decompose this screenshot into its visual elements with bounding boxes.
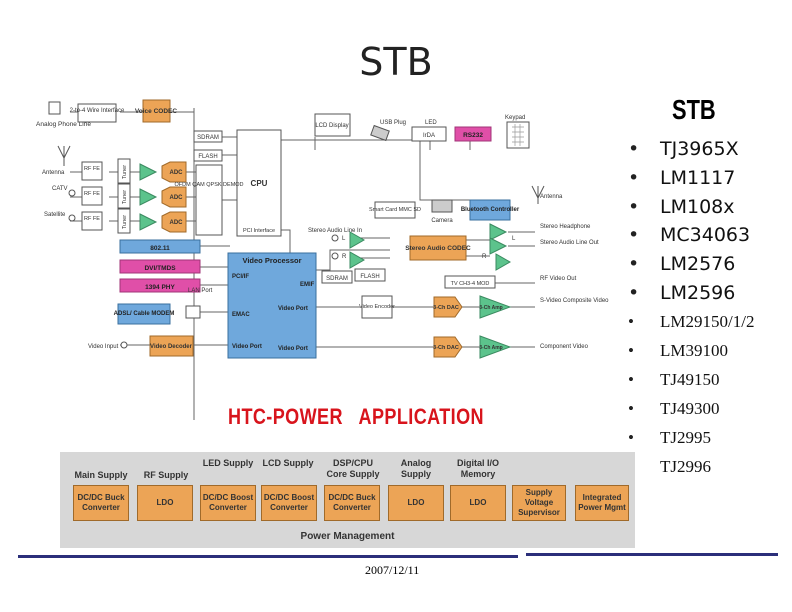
- label-sdram2: SDRAM: [326, 276, 348, 282]
- label-dac: 3-Ch DAC: [433, 305, 459, 311]
- power-label: DSP/CPU Core Supply: [326, 458, 380, 479]
- label-lan-port: LAN Port: [188, 288, 213, 294]
- label-led: LED: [425, 120, 437, 126]
- label-emac: EMAC: [232, 312, 250, 318]
- label-irda: IrDA: [423, 133, 435, 139]
- label-svideo: S-Video Composite Video: [540, 298, 609, 304]
- part-label: LM2576: [660, 253, 736, 275]
- label-rs232: RS232: [463, 132, 483, 139]
- label-video-port-out: Video Port: [278, 306, 308, 312]
- part-label: TJ49300: [660, 399, 720, 418]
- power-box: Integrated Power Mgmt: [575, 485, 629, 521]
- label-emif: EMIF: [300, 282, 315, 288]
- label-l-out: L: [512, 236, 516, 242]
- label-voice-codec: Voice CODEC: [135, 108, 177, 115]
- label-stereo-line-out: Stereo Audio Line Out: [540, 240, 599, 246]
- footer-rule-right: [526, 553, 778, 556]
- part-label: TJ3965X: [660, 138, 739, 160]
- power-label: Analog Supply: [400, 458, 432, 479]
- label-smart-card: Smart Card MMC SD: [369, 207, 421, 213]
- label-amp: 3-Ch Amp: [479, 345, 502, 351]
- power-label: Digital I/O Memory: [456, 458, 499, 479]
- slide-subtitle: STB: [672, 94, 716, 125]
- label-tuner: Tuner: [122, 190, 128, 204]
- label-lcd: LCD Display: [315, 123, 348, 129]
- application-title: HTC-POWER APPLICATION: [228, 404, 484, 429]
- label-amp: 3-Ch Amp: [479, 305, 502, 311]
- label-rf-fe: RF FE: [84, 166, 100, 172]
- label-ofdm: OFDM QAM QPSK DEMOD: [174, 182, 243, 188]
- label-dac: 3-Ch DAC: [433, 345, 459, 351]
- label-pci-if: PCI/IF: [232, 274, 249, 280]
- label-stereo-headphone: Stereo Headphone: [540, 224, 591, 230]
- label-video-port-out2: Video Port: [278, 346, 308, 352]
- footer-date: 2007/12/11: [365, 563, 420, 577]
- part-label: LM29150/1/2: [660, 312, 755, 331]
- power-label: RF Supply: [143, 470, 189, 480]
- part-label: LM108x: [660, 196, 735, 218]
- label-component-video: Component Video: [540, 344, 589, 350]
- power-label: LED Supply: [202, 458, 254, 468]
- label-adsl: ADSL/ Cable MODEM: [114, 311, 175, 317]
- power-box: DC/DC Buck Converter: [73, 485, 129, 521]
- label-802-11: 802.11: [150, 245, 170, 252]
- label-usb: USB Plug: [380, 120, 406, 126]
- power-label: Main Supply: [74, 470, 128, 480]
- label-adc: ADC: [170, 220, 184, 226]
- power-box: DC/DC Boost Converter: [261, 485, 317, 521]
- footer-rule-left: [18, 555, 518, 558]
- label-keypad: Keypad: [505, 115, 525, 121]
- label-adc: ADC: [170, 195, 184, 201]
- label-r-in: R: [342, 254, 347, 260]
- label-camera: Camera: [431, 218, 453, 224]
- slide-title: STB: [359, 40, 433, 84]
- power-box: DC/DC Boost Converter: [200, 485, 256, 521]
- label-tuner: Tuner: [122, 215, 128, 229]
- label-video-decoder: Video Decoder: [150, 344, 193, 350]
- label-adc: ADC: [170, 170, 184, 176]
- power-management-label: Power Management: [300, 531, 395, 542]
- label-flash2: FLASH: [360, 274, 379, 280]
- label-video-processor: Video Processor: [242, 256, 301, 265]
- power-label: LCD Supply: [262, 458, 314, 468]
- part-label: LM2596: [660, 282, 736, 304]
- part-label: LM1117: [660, 167, 736, 189]
- label-satellite: Satellite: [44, 212, 66, 218]
- label-stereo-line-in: Stereo Audio Line In: [308, 228, 362, 234]
- part-label: TJ2996: [660, 457, 711, 476]
- label-1394: 1394 PHY: [145, 284, 175, 291]
- label-video-port-in: Video Port: [232, 344, 262, 350]
- label-pci-interface: PCI Interface: [243, 228, 275, 234]
- power-box: LDO: [388, 485, 444, 521]
- label-dvi: DVI/TMDS: [144, 265, 176, 272]
- power-box: LDO: [137, 485, 193, 521]
- label-video-input: Video Input: [88, 344, 119, 350]
- label-l-in: L: [342, 236, 346, 242]
- power-box: DC/DC Buck Converter: [324, 485, 380, 521]
- label-antenna-right: Antenna: [540, 194, 563, 200]
- label-bluetooth: Bluetooth Controller: [461, 207, 520, 213]
- part-label: MC34063: [660, 224, 751, 246]
- label-r-out: R: [482, 254, 487, 260]
- part-label: LM39100: [660, 341, 728, 360]
- label-rf-fe: RF FE: [84, 191, 100, 197]
- power-box: Supply Voltage Supervisor: [512, 485, 566, 521]
- label-flash: FLASH: [198, 154, 217, 160]
- label-2-4-wire: 2-to-4 Wire Interface: [70, 108, 125, 114]
- power-box: LDO: [450, 485, 506, 521]
- label-sdram: SDRAM: [197, 135, 219, 141]
- label-cpu: CPU: [251, 179, 268, 188]
- label-antenna: Antenna: [42, 170, 65, 176]
- part-label: TJ2995: [660, 428, 711, 447]
- label-stereo-audio-codec: Stereo Audio CODEC: [405, 245, 471, 252]
- label-tv-mod: TV CH3-4 MOD: [451, 281, 490, 287]
- label-tuner: Tuner: [122, 165, 128, 179]
- label-catv: CATV: [52, 186, 68, 192]
- label-video-encoder: Video Encoder: [359, 304, 395, 310]
- part-label: TJ49150: [660, 370, 720, 389]
- label-rf-fe: RF FE: [84, 216, 100, 222]
- label-rf-video-out: RF Video Out: [540, 276, 577, 282]
- label-analog-phone: Analog Phone Line: [36, 121, 91, 128]
